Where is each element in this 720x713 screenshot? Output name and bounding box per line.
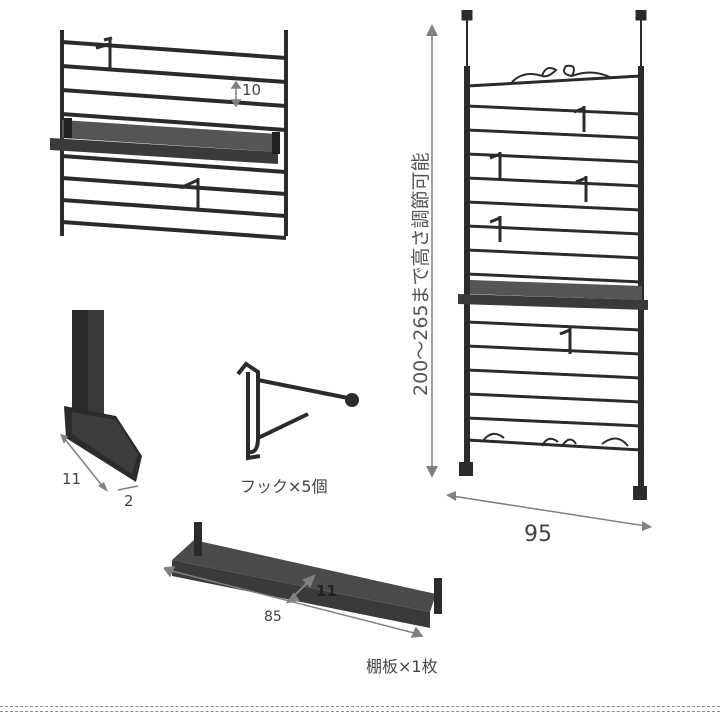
shelf-on-rail xyxy=(50,118,280,164)
partition-frame xyxy=(458,10,648,500)
height-range-label: 200～265まで高さ調節可能 xyxy=(410,152,432,396)
shelf-depth-label: 11 xyxy=(316,582,337,600)
shelf-part xyxy=(164,522,442,638)
shelf-caption: 棚板×1枚 xyxy=(366,657,438,676)
hook-caption: フック×5個 xyxy=(240,477,328,496)
base-foot xyxy=(60,310,142,492)
width-label: 95 xyxy=(524,522,552,547)
frame-shelf xyxy=(458,280,648,310)
hook-part xyxy=(236,361,359,461)
hook-on-rail xyxy=(95,36,200,210)
dim-label-10: 10 xyxy=(242,81,262,99)
base-label-2: 2 xyxy=(124,492,134,510)
shelf-width-label: 85 xyxy=(264,609,282,625)
base-label-11: 11 xyxy=(62,470,82,488)
width-arrow xyxy=(446,491,652,531)
arrow-10 xyxy=(230,80,242,108)
frame-hooks xyxy=(489,106,588,354)
rail-closeup xyxy=(50,30,288,240)
height-arrow xyxy=(426,24,438,478)
footer-divider xyxy=(0,706,720,712)
